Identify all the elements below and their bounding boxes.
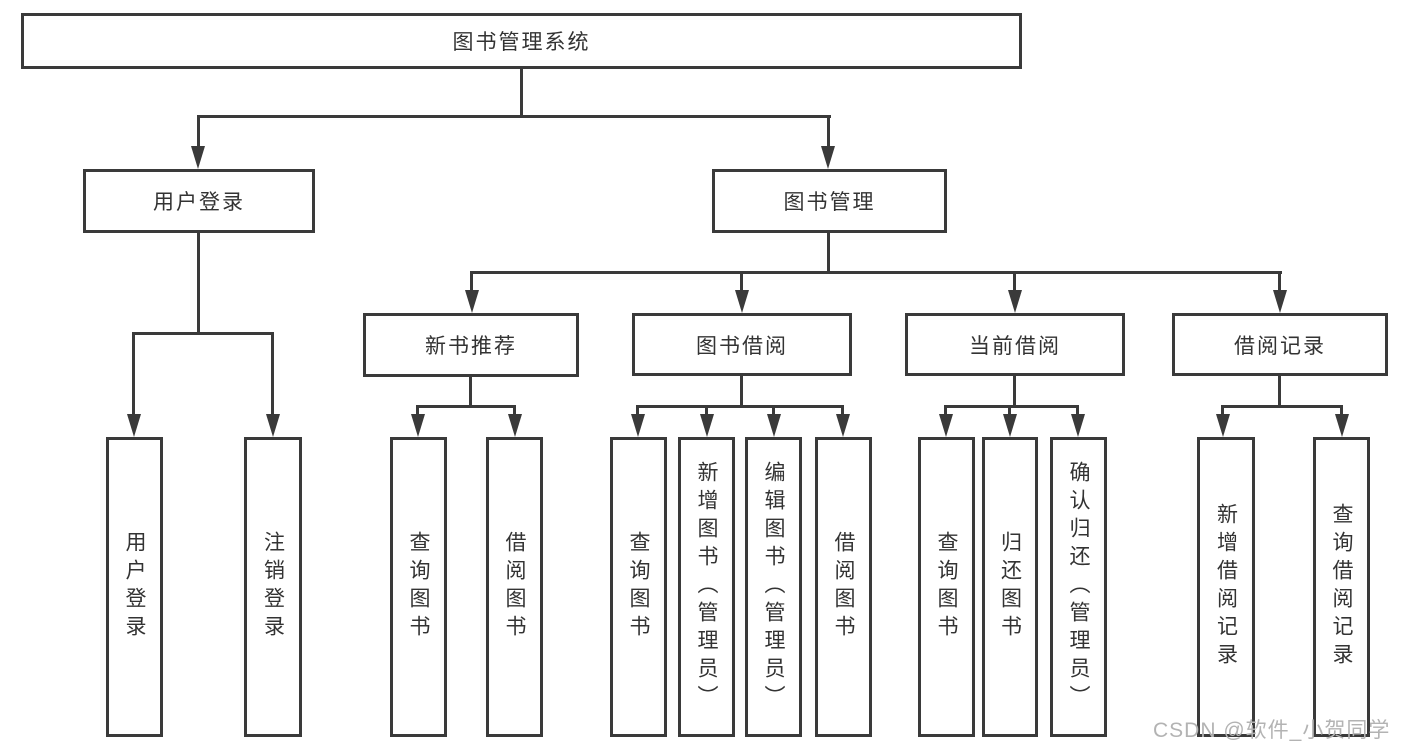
connector-new-book-rail bbox=[416, 405, 516, 408]
connector-user-login-stub bbox=[197, 233, 200, 335]
arrowhead-query-books-2 bbox=[631, 414, 645, 437]
arrowhead-user-login bbox=[191, 146, 205, 169]
arrowhead-return-books bbox=[1003, 414, 1017, 437]
connector-book-management-stub bbox=[827, 233, 830, 273]
connector-book-borrowing-stub bbox=[740, 376, 743, 407]
connector-arrow-confirm-return bbox=[1076, 405, 1079, 419]
arrowhead-borrow-books-2 bbox=[836, 414, 850, 437]
arrowhead-add-record bbox=[1216, 414, 1230, 437]
connector-arrow-query-record bbox=[1340, 405, 1343, 419]
arrowhead-borrow-books-1 bbox=[508, 414, 522, 437]
connector-arrow-edit-book bbox=[772, 405, 775, 419]
node-borrow-books-leaf: 借阅图书 bbox=[815, 437, 872, 737]
watermark-text: CSDN @软件_小贺同学 bbox=[1153, 719, 1391, 742]
arrowhead-book-management bbox=[821, 146, 835, 169]
connector-arrow-return-books bbox=[1008, 405, 1011, 419]
connector-arrow-query-books-2 bbox=[636, 405, 639, 419]
node-confirm-return-admin: 确认归还（管理员） bbox=[1050, 437, 1107, 737]
node-book-borrowing: 图书借阅 bbox=[632, 313, 852, 376]
connector-arrow-book-borrowing bbox=[740, 271, 743, 293]
node-current-borrowing: 当前借阅 bbox=[905, 313, 1125, 376]
node-edit-book-admin: 编辑图书（管理员） bbox=[745, 437, 802, 737]
node-query-borrow-record: 查询借阅记录 bbox=[1313, 437, 1370, 737]
node-borrowing-records: 借阅记录 bbox=[1172, 313, 1388, 376]
connector-arrow-current-borrowing bbox=[1013, 271, 1016, 293]
arrowhead-query-record bbox=[1335, 414, 1349, 437]
connector-arrow-user-login bbox=[197, 115, 200, 148]
arrowhead-query-books-3 bbox=[939, 414, 953, 437]
arrowhead-book-borrowing bbox=[735, 290, 749, 313]
arrowhead-current-borrowing bbox=[1008, 290, 1022, 313]
connector-arrow-add-record bbox=[1221, 405, 1224, 419]
connector-root-stub bbox=[520, 69, 523, 117]
connector-book-borrowing-rail bbox=[636, 405, 844, 408]
connector-arrow-borrow-books-2 bbox=[841, 405, 844, 419]
arrowhead-edit-book bbox=[767, 414, 781, 437]
arrowhead-confirm-return bbox=[1071, 414, 1085, 437]
node-return-books: 归还图书 bbox=[982, 437, 1038, 737]
connector-arrow-logout-leaf bbox=[271, 332, 274, 416]
connector-user-login-rail bbox=[132, 332, 274, 335]
connector-borrowing-records-stub bbox=[1278, 376, 1281, 407]
node-library-management-system: 图书管理系统 bbox=[21, 13, 1022, 69]
connector-borrowing-records-rail bbox=[1221, 405, 1343, 408]
connector-level2-rail bbox=[197, 115, 831, 118]
arrowhead-new-book bbox=[465, 290, 479, 313]
connector-arrow-borrowing-records bbox=[1278, 271, 1281, 293]
arrowhead-borrowing-records bbox=[1273, 290, 1287, 313]
arrowhead-logout-leaf bbox=[266, 414, 280, 437]
node-query-books-borrowing: 查询图书 bbox=[610, 437, 667, 737]
arrowhead-add-book bbox=[700, 414, 714, 437]
connector-current-borrowing-rail bbox=[944, 405, 1079, 408]
node-new-book-recommendation: 新书推荐 bbox=[363, 313, 579, 377]
node-borrow-books-recommend: 借阅图书 bbox=[486, 437, 543, 737]
arrowhead-query-books-1 bbox=[411, 414, 425, 437]
connector-arrow-query-books-1 bbox=[416, 405, 419, 419]
node-user-login-leaf: 用户登录 bbox=[106, 437, 163, 737]
node-user-login: 用户登录 bbox=[83, 169, 315, 233]
connector-arrow-borrow-books-1 bbox=[513, 405, 516, 419]
connector-arrow-query-books-3 bbox=[944, 405, 947, 419]
connector-current-borrowing-stub bbox=[1013, 376, 1016, 407]
node-add-book-admin: 新增图书（管理员） bbox=[678, 437, 735, 737]
node-query-books-recommend: 查询图书 bbox=[390, 437, 447, 737]
node-book-management: 图书管理 bbox=[712, 169, 947, 233]
connector-arrow-user-login-leaf bbox=[132, 332, 135, 416]
arrowhead-user-login-leaf bbox=[127, 414, 141, 437]
connector-arrow-add-book bbox=[705, 405, 708, 419]
connector-new-book-stub bbox=[469, 377, 472, 407]
connector-level3-rail bbox=[470, 271, 1282, 274]
node-logout-leaf: 注销登录 bbox=[244, 437, 302, 737]
connector-arrow-new-book bbox=[470, 271, 473, 293]
node-query-books-current: 查询图书 bbox=[918, 437, 975, 737]
node-add-borrow-record: 新增借阅记录 bbox=[1197, 437, 1255, 737]
connector-arrow-book-management bbox=[827, 115, 830, 148]
